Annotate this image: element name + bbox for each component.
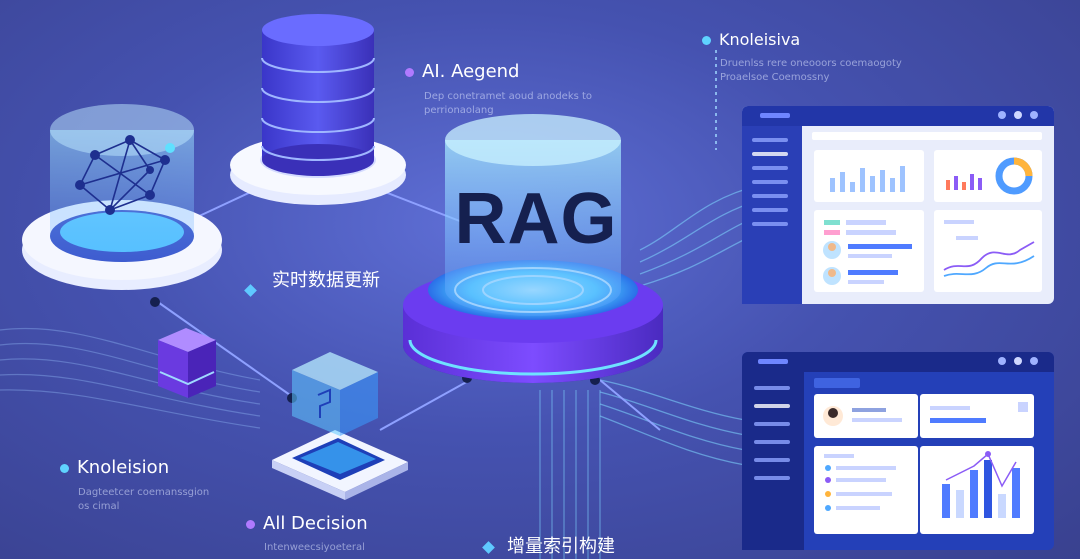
label-top-right: Knoleisiva — [702, 30, 800, 49]
dashboard-window-icon — [742, 352, 1054, 550]
label-incremental-title: 增量索引构建 — [507, 536, 615, 557]
sub-line: Intenweecsiyoeteral — [264, 542, 365, 553]
bar-chart-icon — [942, 451, 1020, 518]
label-bottom-left: Knoleision — [60, 457, 169, 478]
network-graph-icon — [22, 104, 222, 290]
label-ai-agent-title: AI. Aegend — [422, 61, 520, 82]
sub-line: perrionaolang — [424, 105, 494, 116]
label-incremental: 增量索引构建 — [482, 532, 615, 558]
sub-line: Dep conetramet aoud anodeks to — [424, 91, 593, 102]
purple-dot-icon — [246, 519, 255, 529]
label-realtime: 实时数据更新 — [246, 266, 380, 292]
flow-lines-left — [0, 327, 261, 429]
label-bottom-left-sub: Dagteetcer coemanssgion os cimal — [78, 486, 209, 514]
label-decision-sub: Intenweecsiyoeteral — [264, 541, 365, 555]
purple-dot-icon — [405, 67, 414, 77]
label-decision-title: All Decision — [263, 513, 368, 534]
sub-line: Druenlss rere oneooors coemaogoty — [720, 58, 902, 69]
line-chart-icon — [943, 241, 1035, 277]
cube-icon — [158, 328, 216, 398]
label-ai-agent: AI. Aegend — [405, 61, 519, 82]
flow-lines-right — [599, 184, 761, 466]
label-top-right-sub: Druenlss rere oneooors coemaogoty Proael… — [720, 57, 902, 85]
diamond-icon — [482, 540, 495, 554]
rag-title: RAG — [454, 179, 618, 259]
flow-lines-bottom — [539, 390, 601, 559]
rag-platform — [403, 114, 663, 383]
label-bottom-left-title: Knoleision — [77, 457, 170, 478]
avatar-icon — [823, 241, 841, 285]
label-top-right-title: Knoleisiva — [719, 30, 801, 49]
sub-line: Dagteetcer coemanssgion — [78, 487, 210, 498]
label-decision: All Decision — [246, 513, 368, 534]
glass-cube-icon — [272, 352, 408, 500]
donut-chart-icon — [946, 157, 1033, 195]
sub-line: os cimal — [78, 501, 120, 512]
dashboard-window-icon — [742, 106, 1054, 304]
cyan-dot-icon — [702, 36, 711, 45]
cyan-dot-icon — [60, 463, 69, 473]
connectors — [154, 189, 661, 431]
database-icon — [230, 14, 406, 205]
label-ai-agent-sub: Dep conetramet aoud anodeks to perrionao… — [424, 90, 592, 118]
sub-line: Proaelsoe Coemossny — [720, 72, 830, 83]
label-realtime-title: 实时数据更新 — [272, 270, 380, 291]
